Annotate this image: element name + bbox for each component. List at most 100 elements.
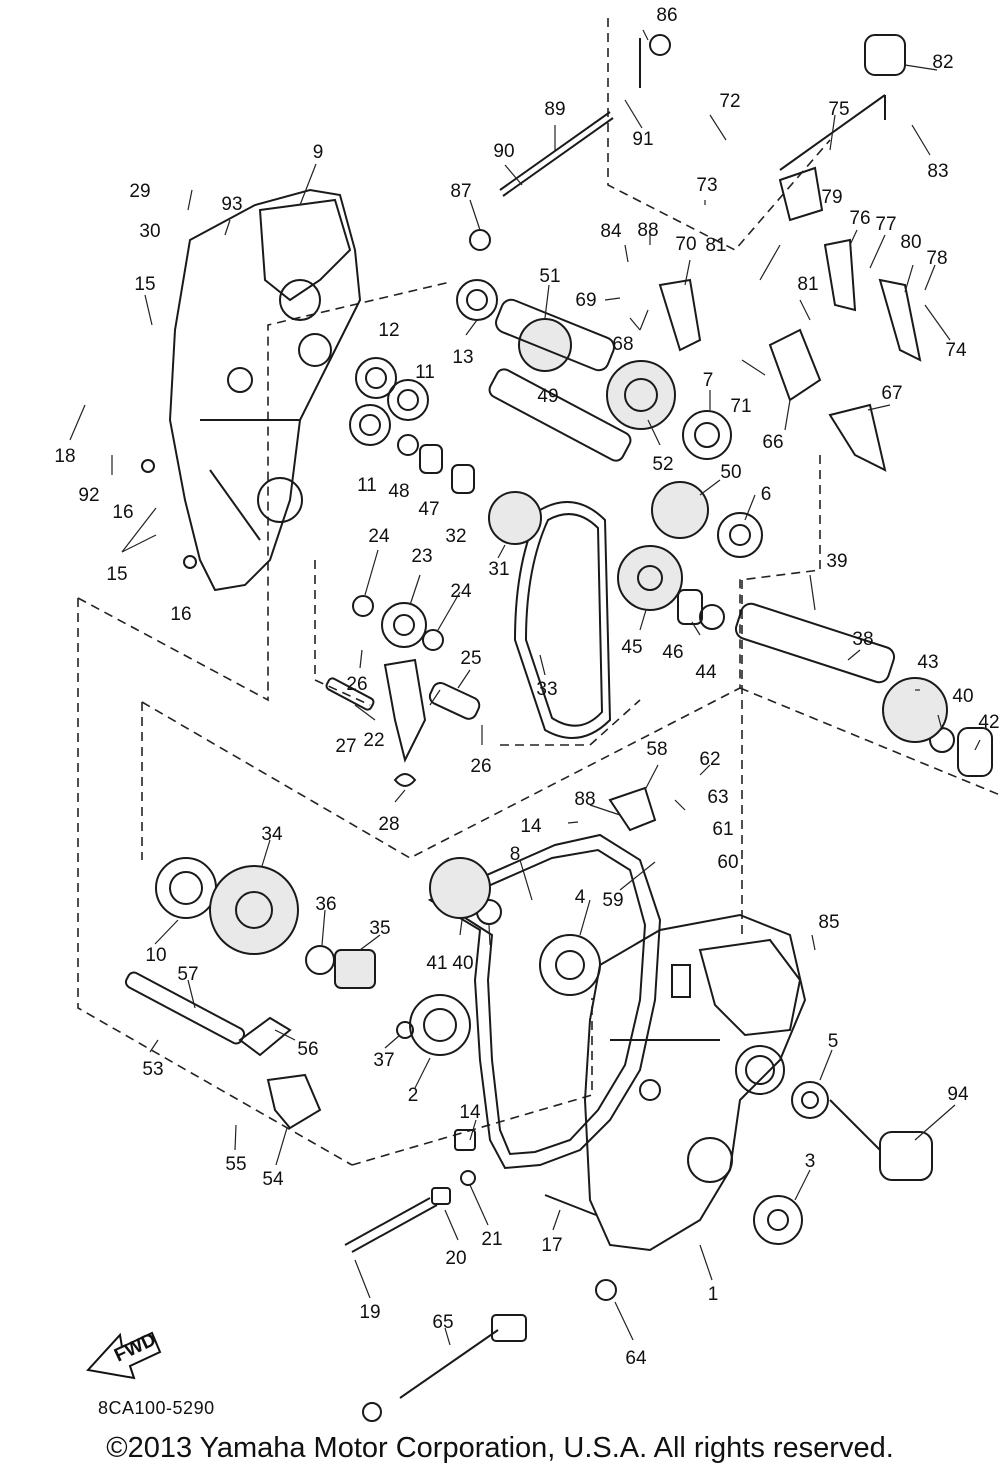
callout-4: 4 [575,887,586,908]
callout-numbers: 1234567891011111213141415151616171819202… [54,5,999,1369]
callout-50: 50 [720,462,741,483]
callout-14: 14 [520,816,542,837]
callout-64: 64 [625,1348,647,1369]
callout-85: 85 [818,912,839,933]
callout-19: 19 [359,1302,380,1323]
callout-22: 22 [363,730,384,751]
callout-60: 60 [717,852,738,873]
left-crankcase-9 [168,188,362,592]
callout-66: 66 [762,432,783,453]
linkage-parts [238,34,933,1422]
callout-74: 74 [945,340,967,361]
callout-77: 77 [875,214,896,235]
callout-51: 51 [539,266,560,287]
callout-11: 11 [415,362,435,383]
callout-20: 20 [445,1248,466,1269]
callout-26: 26 [470,756,491,777]
gasket-8 [427,833,662,1170]
callout-35: 35 [369,918,390,939]
callout-11: 11 [357,475,377,496]
callout-61: 61 [712,819,733,840]
callout-9: 9 [313,142,324,163]
callout-44: 44 [695,662,717,683]
callout-86: 86 [656,5,677,26]
callout-83: 83 [927,161,948,182]
callout-92: 92 [78,485,99,506]
callout-37: 37 [373,1050,394,1071]
callout-87: 87 [450,181,471,202]
callout-90: 90 [493,141,514,162]
callout-21: 21 [481,1229,502,1250]
callout-25: 25 [460,648,481,669]
callout-6: 6 [761,484,772,505]
callout-29: 29 [129,181,150,202]
callout-89: 89 [544,99,565,120]
callout-36: 36 [315,894,336,915]
callout-72: 72 [719,91,740,112]
callout-26: 26 [346,674,367,695]
right-crankcase-1 [583,913,807,1252]
callout-81: 81 [797,274,818,295]
copyright-notice: ©2013 Yamaha Motor Corporation, U.S.A. A… [106,1432,894,1464]
drawing-code: 8CA100-5290 [98,1398,215,1418]
callout-46: 46 [662,642,683,663]
callout-14: 14 [459,1102,481,1123]
callout-53: 53 [142,1059,163,1080]
callout-5: 5 [828,1031,839,1052]
assembly-boundary-lines [77,18,1000,1166]
callout-71: 71 [730,396,751,417]
callout-68: 68 [612,334,633,355]
callout-12: 12 [378,320,399,341]
callout-10: 10 [145,945,166,966]
callout-67: 67 [881,383,902,404]
callout-58: 58 [646,739,667,760]
callout-76: 76 [849,208,870,229]
callout-81: 81 [705,235,726,256]
callout-88: 88 [574,789,595,810]
callout-41: 41 [426,953,447,974]
callout-13: 13 [452,347,473,368]
callout-24: 24 [450,581,472,602]
callout-17: 17 [541,1235,562,1256]
callout-23: 23 [411,546,432,567]
callout-62: 62 [699,749,720,770]
callout-69: 69 [575,290,596,311]
callout-59: 59 [602,890,623,911]
callout-18: 18 [54,446,75,467]
callout-78: 78 [926,248,947,269]
callout-40: 40 [952,686,973,707]
callout-82: 82 [932,52,953,73]
callout-94: 94 [947,1084,969,1105]
callout-1: 1 [708,1284,719,1305]
callout-31: 31 [488,559,509,580]
gears [209,318,948,1039]
callout-38: 38 [852,629,873,650]
callout-2: 2 [408,1085,419,1106]
callout-65: 65 [432,1312,453,1333]
callout-91: 91 [632,129,653,150]
callout-30: 30 [139,221,160,242]
callout-40: 40 [452,953,473,974]
callout-49: 49 [537,386,558,407]
callout-47: 47 [418,499,439,520]
callout-24: 24 [368,526,390,547]
callout-75: 75 [828,99,849,120]
callout-43: 43 [917,652,938,673]
callout-79: 79 [821,187,842,208]
callout-27: 27 [335,736,356,757]
callout-3: 3 [805,1151,816,1172]
fwd-arrow-icon: FWD [86,1329,162,1380]
callout-32: 32 [445,526,466,547]
callout-34: 34 [261,824,283,845]
callout-55: 55 [225,1154,246,1175]
callout-28: 28 [378,814,399,835]
callout-56: 56 [297,1039,318,1060]
callout-33: 33 [536,679,557,700]
leader-lines [69,29,981,1346]
drive-chain-33 [513,501,612,739]
bearings-and-seals [141,279,993,1245]
callout-70: 70 [675,234,696,255]
callout-88: 88 [637,220,658,241]
callout-57: 57 [177,964,198,985]
callout-54: 54 [262,1169,284,1190]
